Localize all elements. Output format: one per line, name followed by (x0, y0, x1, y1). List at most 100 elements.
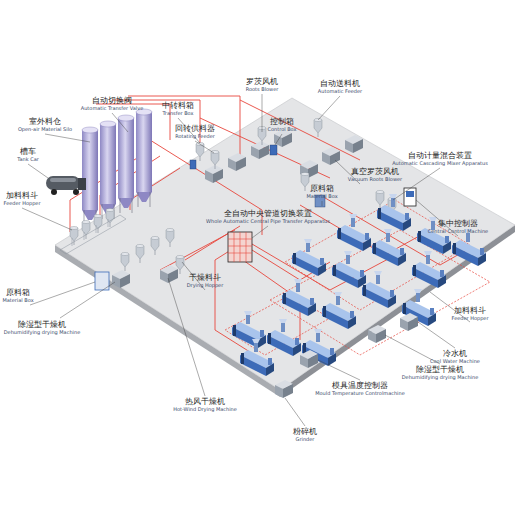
silos (100, 121, 116, 127)
central-control-machine (404, 188, 416, 206)
part-name-english: Hot-Wind Drying Machine (173, 407, 237, 412)
part-name-english: Control Box (268, 127, 297, 132)
part-name: 回转供料器 (175, 125, 215, 133)
red-pipes (240, 100, 360, 160)
transfer-feeders (211, 151, 219, 170)
red-dashed-loops (270, 230, 490, 355)
central-control-machine (406, 191, 414, 197)
part-name: 中转料箱 (162, 102, 194, 110)
part-name-english: Dehumidifying drying Machine (4, 330, 80, 335)
part-name: 自动切换阀 (92, 97, 132, 105)
left-racks (72, 219, 108, 246)
part-name: 热风干燥机 (185, 398, 225, 406)
part-name: 除湿型干燥机 (18, 321, 66, 329)
leader-lines (22, 208, 72, 230)
leader-lines (60, 282, 115, 318)
left-racks (60, 215, 126, 254)
silos (136, 192, 152, 202)
part-name-english: Drying Hopper (187, 283, 223, 288)
transfer-feeders (376, 191, 384, 210)
part-name-english: Material Box (306, 194, 337, 199)
part-name-english: Whole Automatic Central Pipe Transfer Ap… (206, 219, 330, 224)
part-name-english: Mould Temperature Controlmachine (315, 391, 405, 396)
part-name-english: Tank Car (17, 157, 39, 162)
transfer-feeders (314, 119, 322, 138)
leader-lines (252, 226, 268, 238)
floor-slab (55, 98, 515, 390)
tank-car (78, 178, 86, 190)
control-boxes (270, 145, 277, 155)
control-boxes (190, 160, 196, 169)
part-name: 全自动中央管道切换装置 (224, 210, 312, 218)
leader-lines (418, 322, 455, 348)
silos (150, 192, 151, 207)
silos (118, 115, 134, 121)
part-name: 集中控制器 (438, 220, 478, 228)
injection-machines (362, 271, 396, 308)
left-hoppers (151, 237, 159, 256)
left-hoppers (121, 253, 129, 272)
part-name: 粉碎机 (293, 428, 317, 436)
part-name-english: Rotating Feeder (175, 134, 215, 139)
part-name: 室外料仓 (29, 118, 61, 126)
leader-lines (262, 94, 263, 132)
left-hoppers (166, 229, 174, 248)
tank-car (46, 176, 86, 195)
silos (138, 192, 139, 207)
silos (132, 198, 133, 213)
central-control-machine (404, 188, 416, 206)
part-name-english: Dehumidifying drying Machine (402, 375, 478, 380)
injection-machines (337, 214, 371, 251)
part-name: 加料料斗 (454, 307, 486, 315)
vacuum-blowers (345, 135, 363, 153)
part-name: 原料箱 (6, 289, 30, 297)
silos (120, 198, 121, 213)
vacuum-blowers (205, 165, 223, 183)
left-hoppers (70, 209, 184, 275)
tank-car (50, 178, 76, 182)
part-name: 自动计量混合装置 (408, 152, 472, 160)
part-name: 加料料斗 (6, 192, 38, 200)
leader-lines (285, 398, 305, 426)
part-name-english: Vacuum Roots Blower (348, 177, 402, 182)
part-name-english: Open-air Material Silo (18, 127, 72, 132)
leader-lines (45, 134, 90, 142)
part-name: 槽车 (20, 148, 36, 156)
silos (118, 118, 134, 198)
leader-lines (112, 113, 128, 132)
part-name-english: Roots Blower (246, 87, 279, 92)
central-pipe-apparatus (228, 253, 252, 254)
vacuum-blowers (251, 141, 269, 159)
left-hoppers (106, 209, 114, 228)
part-name-english: Feeder Hopper (452, 316, 489, 321)
injection-machines (322, 292, 356, 329)
central-pipe-apparatus (246, 232, 247, 262)
part-name-english: Automatic Transfer Valve (81, 106, 143, 111)
dryers-left (112, 270, 130, 288)
red-pipes (70, 96, 470, 352)
chillers (400, 313, 418, 331)
part-name: 自动送料机 (320, 80, 360, 88)
left-hoppers (94, 215, 102, 234)
vacuum-blowers (228, 153, 246, 171)
leader-lines (195, 141, 214, 153)
chillers (275, 380, 293, 398)
part-name-english: Automatic Cascading Mixer Apparatus (392, 161, 488, 166)
vacuum-blowers (205, 129, 363, 183)
part-name-english: Transfer Box (163, 111, 194, 116)
dryers-left (95, 265, 178, 290)
silos (82, 127, 98, 133)
injection-machines (267, 319, 301, 356)
leader-lines (318, 360, 360, 380)
injection-machines (282, 279, 316, 316)
part-name: 控制箱 (270, 118, 294, 126)
chillers (300, 350, 318, 368)
injection-machines (240, 339, 274, 376)
part-name: 模具温度控制器 (332, 382, 388, 390)
part-name-english: Grinder (296, 437, 315, 442)
left-racks (60, 215, 126, 254)
leader-lines (28, 164, 48, 178)
floor-slab (55, 98, 515, 397)
tank-car (46, 176, 80, 190)
central-pipe-apparatus (240, 232, 241, 262)
